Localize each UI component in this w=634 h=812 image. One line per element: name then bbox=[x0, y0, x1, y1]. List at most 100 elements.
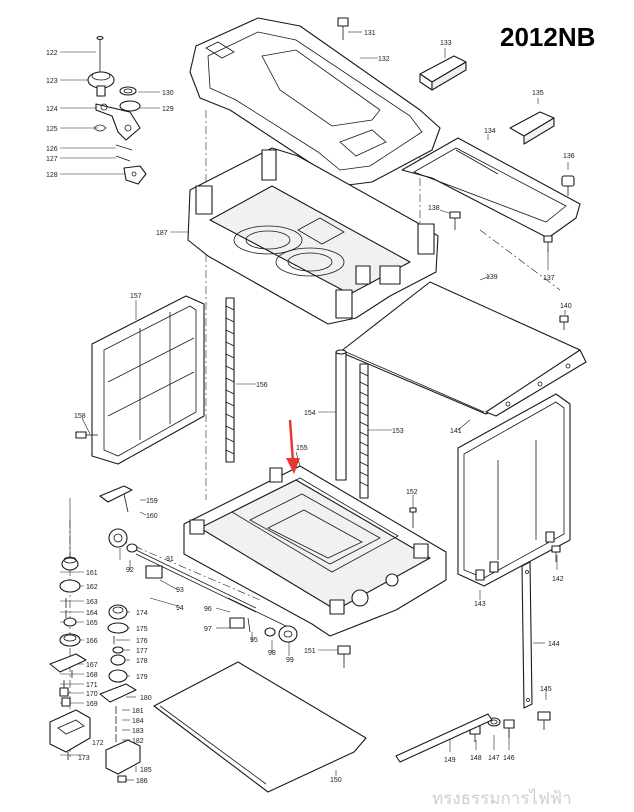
callout-182: 182 bbox=[132, 738, 144, 745]
part-gear-161 bbox=[61, 556, 79, 571]
part-washer-177 bbox=[112, 646, 124, 654]
part-plate-134 bbox=[401, 137, 581, 239]
part-plate-180 bbox=[99, 683, 137, 703]
part-washer-165 bbox=[63, 617, 77, 627]
callout-153: 153 bbox=[392, 428, 404, 435]
part-screw-169 bbox=[61, 697, 71, 707]
part-screw-170 bbox=[59, 687, 69, 697]
part-pin-160 bbox=[123, 493, 129, 513]
part-shaft-94 bbox=[135, 549, 257, 613]
callout-172: 172 bbox=[92, 740, 104, 747]
part-block-133 bbox=[419, 55, 467, 91]
callout-173: 173 bbox=[78, 755, 90, 762]
part-screw-145 bbox=[537, 711, 551, 730]
callout-148: 148 bbox=[470, 755, 482, 762]
part-washer-98 bbox=[264, 627, 276, 637]
callout-92: 92 bbox=[126, 567, 134, 574]
callout-177: 177 bbox=[136, 648, 148, 655]
callout-122: 122 bbox=[46, 50, 58, 57]
part-washer-130 bbox=[119, 86, 137, 96]
part-side-cover-143 bbox=[457, 393, 571, 587]
callout-146: 146 bbox=[503, 755, 515, 762]
part-screw-158 bbox=[75, 431, 98, 439]
callout-143: 143 bbox=[474, 601, 486, 608]
part-plate-167 bbox=[49, 653, 87, 673]
part-screw-142 bbox=[551, 545, 561, 562]
part-block-93 bbox=[145, 565, 163, 579]
part-pin-127 bbox=[115, 155, 131, 162]
callout-167: 167 bbox=[86, 662, 98, 669]
callout-183: 183 bbox=[132, 728, 144, 735]
part-screw-140 bbox=[559, 315, 569, 330]
part-gear-175 bbox=[107, 622, 129, 634]
callout-97: 97 bbox=[204, 626, 212, 633]
callout-161: 161 bbox=[86, 570, 98, 577]
part-guide-149 bbox=[395, 713, 493, 763]
part-pin-126 bbox=[115, 144, 133, 151]
callout-95: 95 bbox=[250, 637, 258, 644]
callout-154: 154 bbox=[304, 410, 316, 417]
part-clip-125 bbox=[93, 124, 107, 132]
part-knob-136 bbox=[561, 175, 575, 196]
callout-165: 165 bbox=[86, 620, 98, 627]
callout-94: 94 bbox=[176, 605, 184, 612]
callout-180: 180 bbox=[140, 695, 152, 702]
part-base-plate-150 bbox=[153, 661, 367, 793]
callout-133: 133 bbox=[440, 40, 452, 47]
callout-170: 170 bbox=[86, 691, 98, 698]
part-rail-144 bbox=[521, 561, 533, 709]
part-lead-screw-156 bbox=[225, 297, 235, 463]
callout-147: 147 bbox=[488, 755, 500, 762]
part-base-frame-155 bbox=[183, 465, 447, 637]
part-housing-187 bbox=[187, 147, 439, 325]
part-bracket-159 bbox=[99, 485, 133, 503]
part-block-185 bbox=[105, 739, 141, 775]
callout-141: 141 bbox=[450, 428, 462, 435]
callout-128: 128 bbox=[46, 172, 58, 179]
callout-145: 145 bbox=[540, 686, 552, 693]
part-block-97 bbox=[229, 617, 245, 629]
part-screw-131 bbox=[337, 17, 349, 40]
callout-125: 125 bbox=[46, 126, 58, 133]
callout-169: 169 bbox=[86, 701, 98, 708]
part-cover-132 bbox=[189, 17, 441, 187]
indicator-arrow bbox=[286, 419, 300, 474]
part-screw-146 bbox=[503, 719, 515, 738]
callout-138: 138 bbox=[428, 205, 440, 212]
callout-91: 91 bbox=[166, 556, 174, 563]
callout-179: 179 bbox=[136, 674, 148, 681]
callout-129: 129 bbox=[162, 106, 174, 113]
part-shaft-96 bbox=[227, 597, 291, 629]
callout-99: 99 bbox=[286, 657, 294, 664]
callout-123: 123 bbox=[46, 78, 58, 85]
callout-136: 136 bbox=[563, 153, 575, 160]
callout-159: 159 bbox=[146, 498, 158, 505]
callout-157: 157 bbox=[130, 293, 142, 300]
callout-135: 135 bbox=[532, 90, 544, 97]
part-block-172 bbox=[49, 709, 91, 753]
part-screw-152 bbox=[409, 507, 417, 528]
callout-130: 130 bbox=[162, 90, 174, 97]
callout-185: 185 bbox=[140, 767, 152, 774]
part-washer-92 bbox=[126, 543, 138, 553]
callout-186: 186 bbox=[136, 778, 148, 785]
callout-126: 126 bbox=[46, 146, 58, 153]
callout-187: 187 bbox=[156, 230, 168, 237]
callout-144: 144 bbox=[548, 641, 560, 648]
part-gear-166 bbox=[59, 633, 81, 647]
callout-142: 142 bbox=[552, 576, 564, 583]
part-gear-91 bbox=[108, 528, 128, 548]
part-knob-123 bbox=[87, 71, 115, 97]
callout-162: 162 bbox=[86, 584, 98, 591]
part-ring-129 bbox=[119, 100, 141, 112]
part-pin-95 bbox=[247, 617, 251, 633]
part-lead-screw-153 bbox=[359, 363, 369, 499]
callout-164: 164 bbox=[86, 610, 98, 617]
callout-134: 134 bbox=[484, 128, 496, 135]
part-side-cover-157 bbox=[91, 295, 205, 465]
part-screw-137 bbox=[543, 235, 553, 252]
callout-96: 96 bbox=[204, 606, 212, 613]
callout-175: 175 bbox=[136, 626, 148, 633]
